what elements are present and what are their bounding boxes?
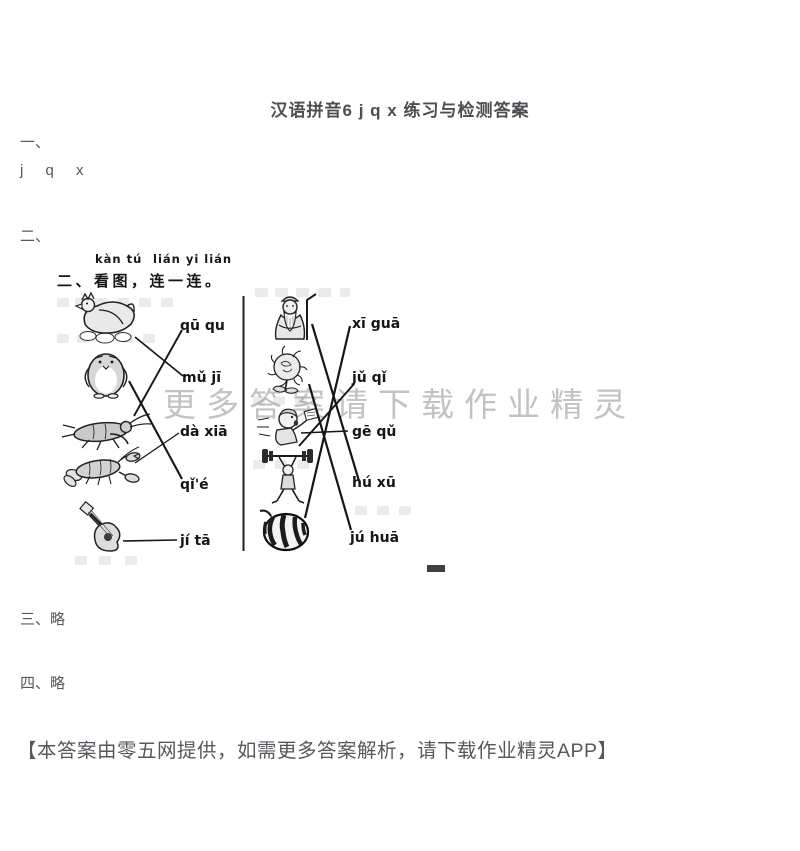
footer-note: 【本答案由零五网提供，如需更多答案解析，请下载作业精灵APP】 — [17, 740, 618, 762]
penguin-drawing — [84, 353, 128, 399]
chrysanthemum-drawing — [267, 345, 308, 394]
section-four-text: 四、略 — [20, 675, 66, 692]
weightlifter-drawing — [262, 449, 313, 504]
scan-pinyin-title-1: kàn tú — [95, 252, 142, 266]
cricket-drawing — [61, 413, 152, 451]
watermark-text: 更多答案请下载作业精灵 — [163, 386, 636, 423]
label-da-xia: dà xiā — [180, 424, 228, 440]
label-mu-ji: mǔ jī — [182, 370, 221, 386]
lobster-drawing — [63, 446, 141, 488]
section-one-label: 一、 — [20, 134, 51, 151]
label-xi-gua: xī guā — [352, 316, 400, 332]
page-title: 汉语拼音6 j q x 练习与检测答案 — [270, 101, 530, 120]
worksheet-scan-image: kàn tú lián yi lián 二、看图，连一连。 — [55, 248, 460, 575]
section-one-answer: j q x — [20, 162, 93, 179]
label-ju-hua: jú huā — [349, 530, 399, 546]
label-ge-qu: gē qǔ — [352, 424, 396, 440]
match-lines — [122, 323, 361, 542]
old-man-drawing — [274, 293, 317, 340]
section-two-label: 二、 — [20, 228, 51, 245]
guitar-drawing — [79, 500, 121, 552]
label-qu-qu: qū qu — [180, 318, 225, 334]
scan-heading: 二、看图，连一连。 — [57, 272, 224, 290]
label-ju-qi: jǔ qǐ — [351, 370, 388, 386]
hen-drawing — [74, 291, 135, 344]
scan-pinyin-title-2: lián yi lián — [153, 252, 232, 266]
watermelon-drawing — [259, 509, 310, 552]
section-three-text: 三、略 — [20, 611, 66, 628]
scan-artifact-mark — [427, 565, 445, 572]
label-qi-e: qǐ'é — [180, 477, 209, 493]
label-ji-ta: jí tā — [179, 533, 211, 549]
singing-boy-drawing — [257, 407, 319, 446]
label-hu-xu: hú xū — [352, 475, 396, 491]
